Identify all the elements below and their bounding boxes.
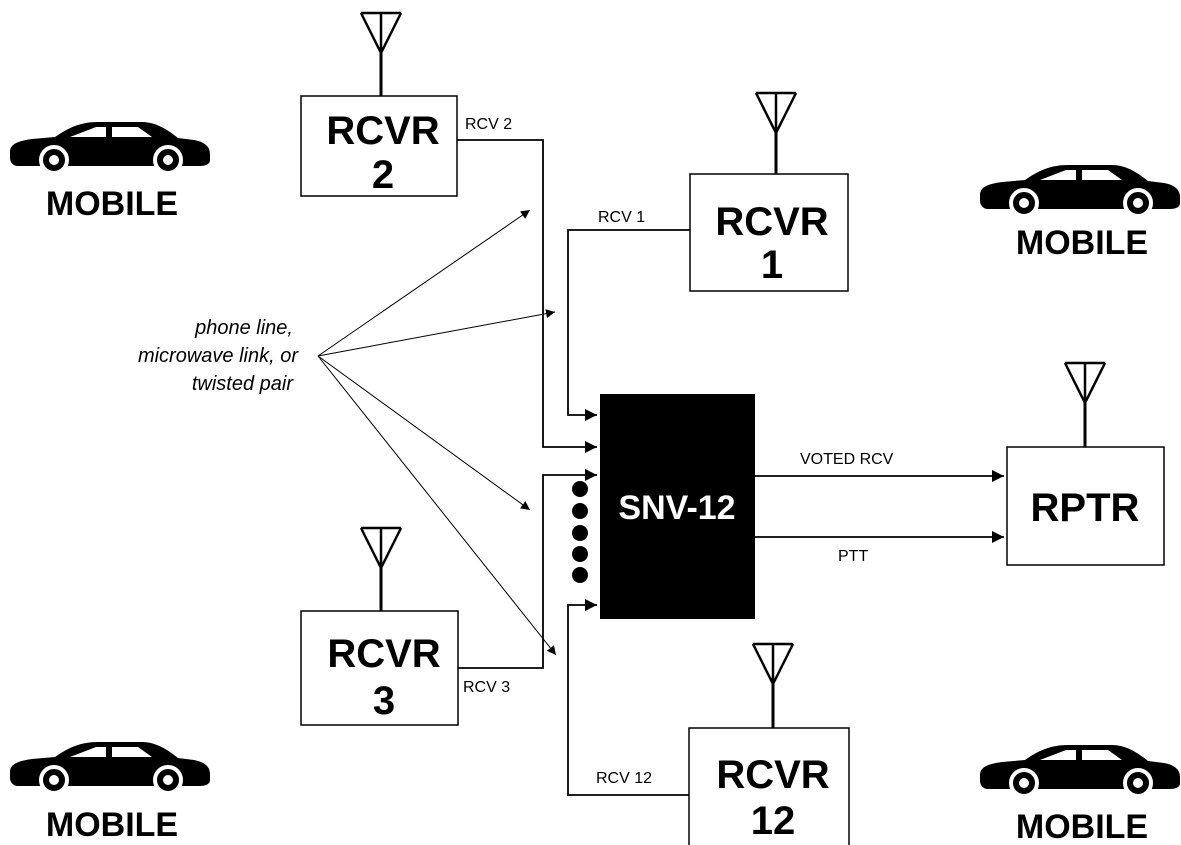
ellipsis-dot [572, 525, 588, 541]
signal-label-ptt: PTT [838, 548, 868, 565]
receiver-3: RCVR 3 [301, 528, 458, 725]
car-icon [10, 122, 210, 173]
signal-label-rcv1: RCV 1 [598, 209, 645, 226]
note-pointers [318, 210, 556, 655]
mobile-label: MOBILE [1016, 224, 1148, 262]
receiver-1: RCVR 1 [690, 93, 848, 291]
car-icon [980, 745, 1180, 796]
pointer-arrow [318, 356, 530, 510]
pointer-arrow [318, 210, 530, 356]
mobile-bottom-right: MOBILE [980, 745, 1180, 845]
voter-label: SNV-12 [618, 489, 735, 527]
connector-rcv2 [457, 140, 597, 447]
receiver-name: RCVR [715, 200, 828, 244]
link-type-note: phone line, microwave link, or twisted p… [138, 317, 299, 395]
ellipsis-dot [572, 567, 588, 583]
receiver-number: 2 [372, 153, 394, 197]
receiver-name: RCVR [326, 109, 439, 153]
signal-label-rcv2: RCV 2 [465, 116, 512, 133]
pointer-arrow [318, 312, 555, 356]
ellipsis-dot [572, 503, 588, 519]
mobile-top-left: MOBILE [10, 122, 210, 223]
pointer-arrow [318, 356, 556, 655]
mobile-bottom-left: MOBILE [10, 742, 210, 844]
receiver-2: RCVR 2 [301, 13, 457, 197]
ellipsis-dot [572, 481, 588, 497]
receiver-12: RCVR 12 [689, 644, 849, 845]
antenna-icon [361, 13, 401, 97]
antenna-icon [753, 644, 793, 728]
mobile-top-right: MOBILE [980, 165, 1180, 262]
car-icon [10, 742, 210, 793]
receiver-number: 1 [761, 243, 783, 287]
car-icon [980, 165, 1180, 216]
signal-label-rcv3: RCV 3 [463, 679, 510, 696]
more-inputs-ellipsis [572, 481, 588, 583]
receiver-number: 12 [751, 799, 796, 843]
repeater-label: RPTR [1031, 486, 1140, 530]
antenna-icon [361, 528, 401, 612]
receiver-name: RCVR [716, 753, 829, 797]
note-line-2: microwave link, or [138, 345, 299, 367]
mobile-label: MOBILE [46, 806, 178, 844]
ellipsis-dot [572, 546, 588, 562]
receiver-number: 3 [373, 679, 395, 723]
signal-label-rcv12: RCV 12 [596, 770, 652, 787]
signal-label-voted: VOTED RCV [800, 451, 894, 468]
antenna-icon [1065, 363, 1105, 447]
mobile-label: MOBILE [46, 185, 178, 223]
repeater: RPTR [1007, 363, 1164, 565]
mobile-label: MOBILE [1016, 808, 1148, 845]
note-line-3: twisted pair [192, 373, 294, 395]
receiver-name: RCVR [327, 632, 440, 676]
voter-snv12: SNV-12 [600, 394, 755, 619]
antenna-icon [756, 93, 796, 177]
note-line-1: phone line, [194, 317, 293, 339]
connector-rcv1 [568, 230, 690, 415]
connector-rcv12 [568, 605, 689, 795]
